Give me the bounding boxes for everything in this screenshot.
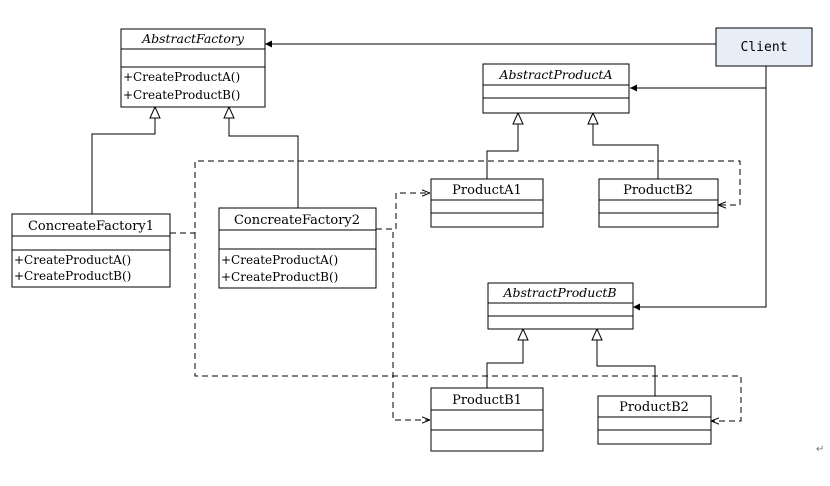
- product-b1-class[interactable]: ProductB1: [430, 387, 544, 452]
- method-create-product-a: +CreateProductA(): [14, 253, 131, 267]
- client-box[interactable]: Client: [715, 27, 813, 67]
- factory1-to-productb2-lower-dependency: [194, 233, 742, 421]
- class-name: ProductB1: [452, 393, 522, 408]
- productb2-lower-inheritance-triangle-icon: [591, 327, 603, 341]
- factory2-to-producta1-dependency: [376, 193, 430, 230]
- method-create-product-b: +CreateProductB(): [14, 269, 131, 283]
- product-b2-upper-class[interactable]: ProductB2: [598, 178, 719, 228]
- method-create-product-b: +CreateProductB(): [123, 88, 240, 102]
- productb2-lower-generalization-line: [596, 340, 656, 396]
- productb1-generalization-line: [486, 340, 524, 388]
- class-name: ConcreateFactory2: [234, 213, 360, 228]
- product-b2-lower-class[interactable]: ProductB2: [597, 395, 712, 445]
- concrete-factory-2-class[interactable]: ConcreateFactory2 +CreateProductA() +Cre…: [218, 207, 377, 289]
- productb2-upper-generalization-line: [592, 124, 659, 179]
- abstract-factory-class[interactable]: AbstractFactory +CreateProductA() +Creat…: [120, 28, 266, 108]
- client-label: Client: [741, 40, 788, 55]
- factory2-generalization-line: [228, 118, 299, 208]
- factory1-to-productb2-upper-dependency: [170, 160, 741, 234]
- paragraph-mark-icon: ↵: [816, 444, 824, 455]
- factory2-inheritance-triangle-icon: [223, 105, 235, 119]
- producta1-inheritance-triangle-icon: [512, 111, 524, 125]
- class-name: ConcreateFactory1: [28, 219, 154, 234]
- producta1-generalization-line: [486, 124, 519, 179]
- abstract-product-a-class[interactable]: AbstractProductA: [482, 63, 630, 114]
- method-create-product-a: +CreateProductA(): [221, 253, 338, 267]
- factory1-generalization-line: [91, 118, 156, 214]
- client-to-abstractproducta-arrow: [630, 66, 767, 92]
- method-create-product-b: +CreateProductB(): [221, 270, 338, 284]
- abstract-product-b-class[interactable]: AbstractProductB: [487, 282, 634, 330]
- concrete-factory-1-class[interactable]: ConcreateFactory1 +CreateProductA() +Cre…: [11, 213, 171, 288]
- connectors: [91, 40, 767, 421]
- class-name: ProductB2: [623, 183, 693, 198]
- product-a1-class[interactable]: ProductA1: [430, 178, 544, 228]
- class-name: ProductB2: [619, 400, 689, 415]
- factory1-inheritance-triangle-icon: [149, 105, 161, 119]
- class-name: AbstractProductA: [499, 67, 613, 82]
- class-name: AbstractFactory: [141, 31, 245, 46]
- client-to-abstractproductb-arrow: [633, 88, 767, 311]
- factory2-to-productb1-dependency: [376, 228, 430, 420]
- method-create-product-a: +CreateProductA(): [123, 70, 240, 84]
- productb2-upper-inheritance-triangle-icon: [587, 111, 599, 125]
- class-name: ProductA1: [452, 183, 522, 198]
- productb1-inheritance-triangle-icon: [517, 327, 529, 341]
- class-name: AbstractProductB: [502, 285, 616, 300]
